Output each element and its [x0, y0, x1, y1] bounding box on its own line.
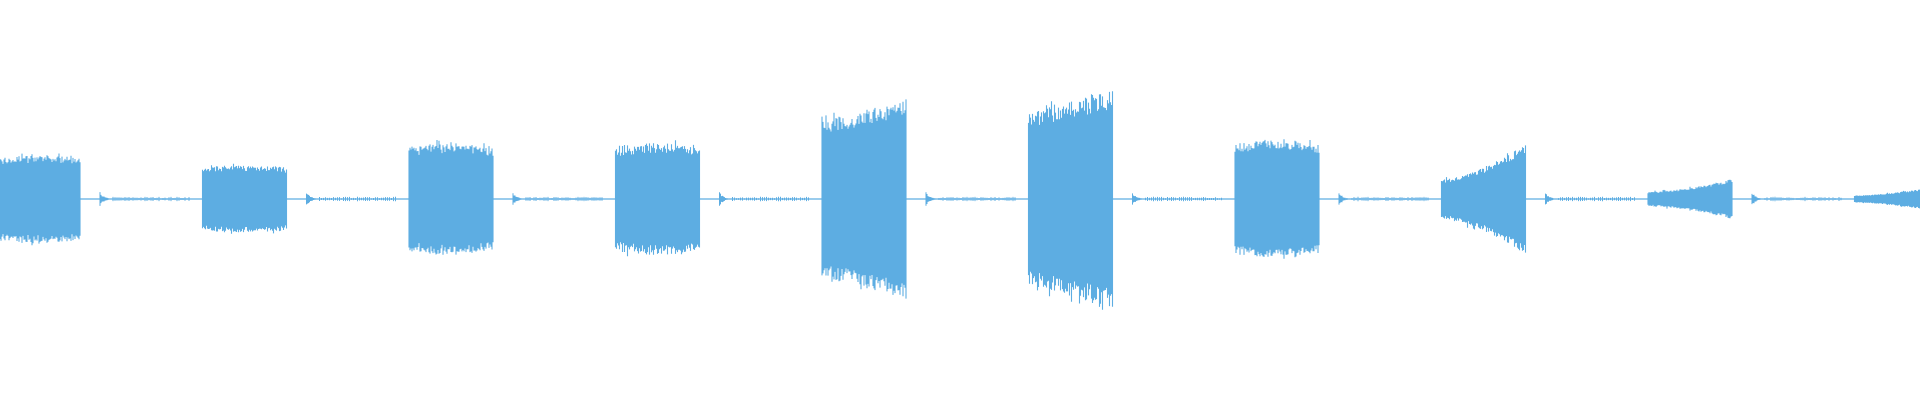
waveform-clip	[614, 140, 701, 257]
waveform-clip	[1647, 179, 1733, 219]
waveform-clip	[201, 163, 288, 234]
waveform-clips	[0, 91, 1920, 310]
waveform-echo	[1751, 193, 1842, 205]
waveform-echo	[306, 193, 396, 205]
waveform-echo	[719, 192, 809, 206]
waveform-clip	[1234, 139, 1320, 259]
waveform-clip	[408, 140, 494, 255]
waveform-echo	[1545, 193, 1635, 205]
waveform-echo	[1132, 193, 1222, 205]
waveform-clip	[1853, 189, 1920, 209]
waveform-clip	[0, 153, 81, 246]
waveform-clip	[1440, 145, 1527, 253]
waveform-echo	[99, 192, 190, 206]
waveform-clip	[821, 99, 907, 299]
waveform-echo	[1338, 193, 1429, 205]
waveform-echo	[512, 193, 603, 205]
waveform-clip	[1027, 91, 1114, 310]
waveform-echo	[925, 192, 1016, 206]
